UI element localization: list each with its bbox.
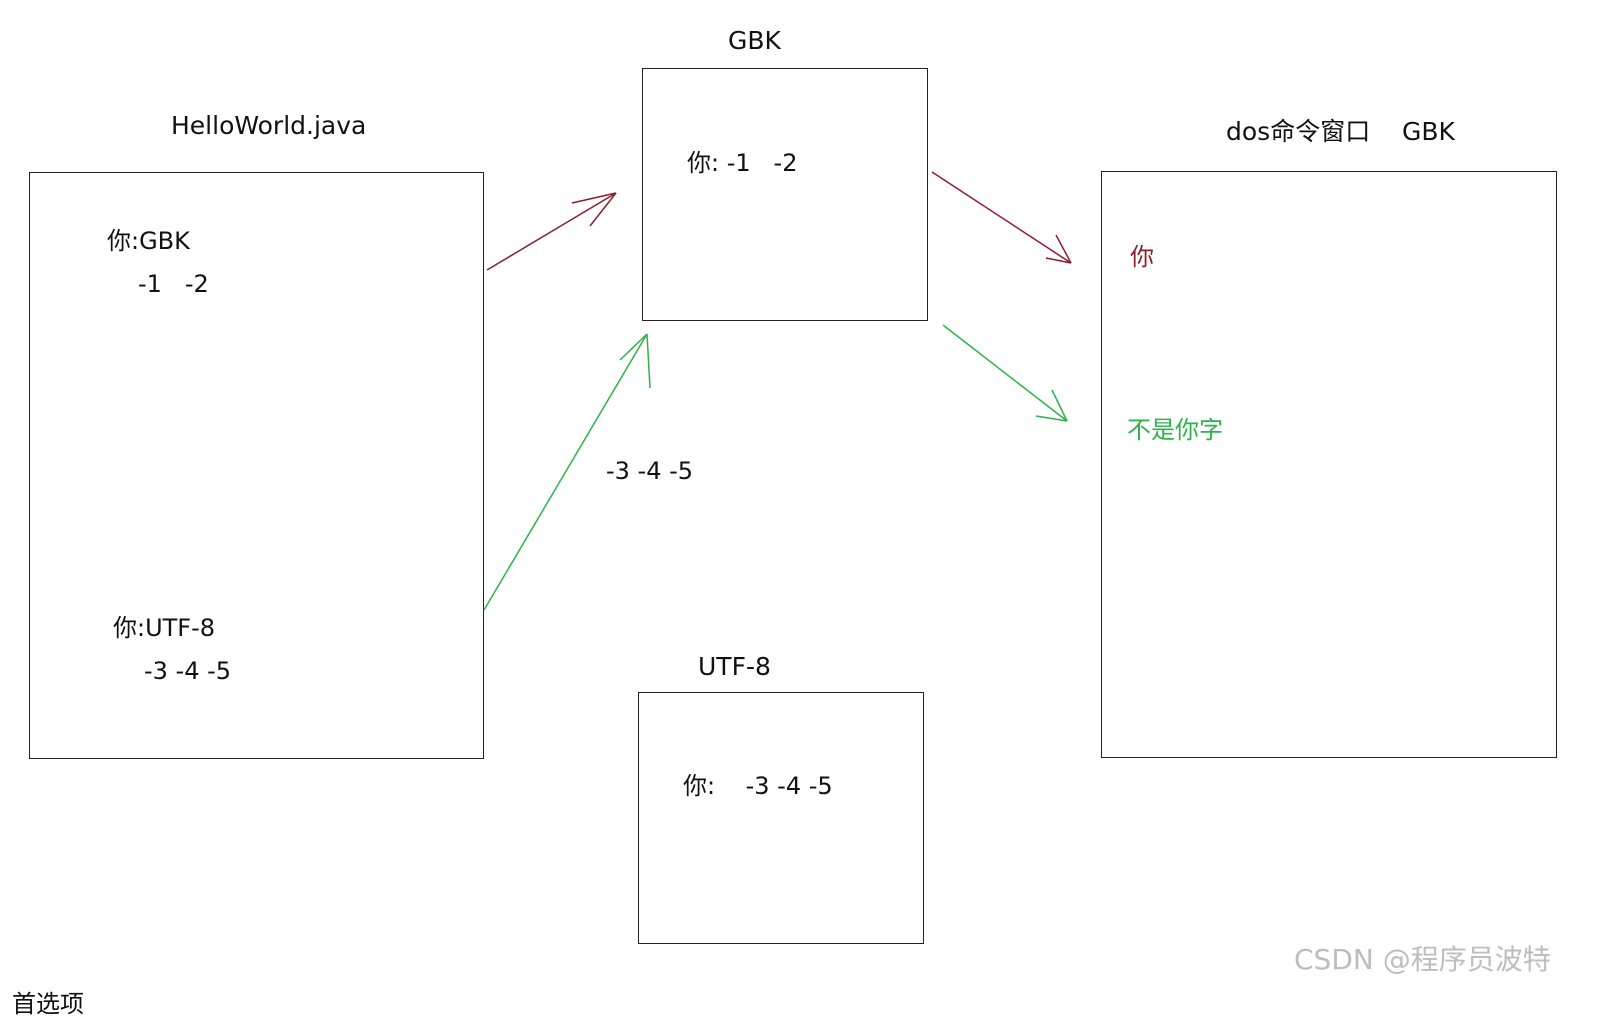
arrow-gbk-to-dos (931, 171, 1072, 264)
dos-correct-output: 你 (1130, 243, 1154, 271)
dos-window-box (1101, 171, 1557, 758)
utf8-table-entry: 你: -3 -4 -5 (683, 772, 833, 800)
gbk-table-entry: 你: -1 -2 (687, 149, 798, 177)
flow-bytes-label: -3 -4 -5 (606, 457, 694, 485)
gbk-table-box (642, 68, 928, 321)
dos-window-title: dos命令窗口 GBK (1226, 117, 1455, 146)
source-file-box (29, 172, 484, 759)
arrow-utf8-to-dos (942, 324, 1068, 422)
gbk-table-title: GBK (728, 26, 781, 55)
source-utf8-char: 你:UTF-8 (113, 614, 216, 642)
source-file-title: HelloWorld.java (171, 111, 367, 140)
utf8-table-title: UTF-8 (698, 652, 771, 681)
source-gbk-char: 你:GBK (107, 227, 190, 255)
csdn-watermark: CSDN @程序员波特 (1294, 943, 1551, 976)
dos-wrong-output: 不是你字 (1127, 416, 1223, 444)
utf8-table-box (638, 692, 924, 944)
source-gbk-bytes: -1 -2 (138, 270, 209, 298)
cutoff-text: 首选项 (12, 990, 84, 1018)
source-utf8-bytes: -3 -4 -5 (144, 657, 232, 685)
arrow-source-to-gbk (486, 192, 617, 271)
